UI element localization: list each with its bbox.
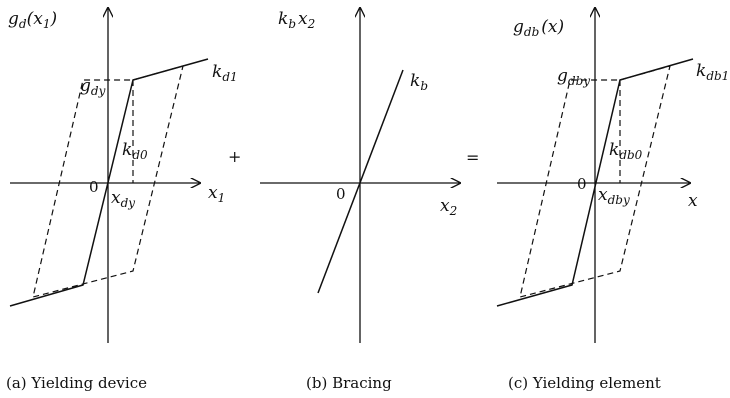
equals-sign: =: [466, 148, 479, 167]
panel-c-origin-label: 0: [577, 175, 587, 193]
panel-c-yield-force-label: gdby: [557, 66, 590, 88]
panel-a-xlabel: x1: [208, 183, 225, 205]
caption-a: (a) Yielding device: [6, 374, 147, 392]
panel-c-post-yield-stiffness-label: kdb1: [696, 61, 729, 83]
panel-b-xlabel: x2: [440, 196, 457, 218]
panel-b-origin-label: 0: [336, 185, 346, 203]
panel-a-yield-displacement-label: xdy: [111, 188, 135, 210]
panel-a-backbone-curve: [9, 58, 209, 307]
panel-c-yield-displacement-label: xdby: [598, 185, 630, 207]
panel-c: gdb(x) gdby kdb1 kdb0 0 xdby x: [496, 8, 729, 343]
panel-a-post-yield-stiffness-label: kd1: [212, 62, 238, 84]
plus-sign: +: [228, 147, 241, 166]
caption-c: (c) Yielding element: [508, 374, 661, 392]
panel-a-origin-label: 0: [89, 178, 99, 196]
panel-c-backbone-curve: [496, 58, 694, 307]
caption-b: (b) Bracing: [306, 374, 392, 392]
panel-c-ylabel: gdb(x): [513, 17, 564, 39]
panel-b-bracing-stiffness-label: kb: [410, 71, 428, 93]
panel-c-initial-stiffness-label: kdb0: [609, 140, 643, 162]
panel-a-yield-force-label: gdy: [80, 76, 106, 98]
panel-a-initial-stiffness-label: kd0: [122, 140, 148, 162]
panel-a-ylabel: gd(x1): [8, 9, 57, 31]
panel-c-xlabel: x: [688, 191, 698, 211]
panel-a: gd(x1) gdy kd1 kd0 0 xdy x1: [8, 8, 238, 343]
panel-b-bracing-line: [317, 69, 404, 294]
